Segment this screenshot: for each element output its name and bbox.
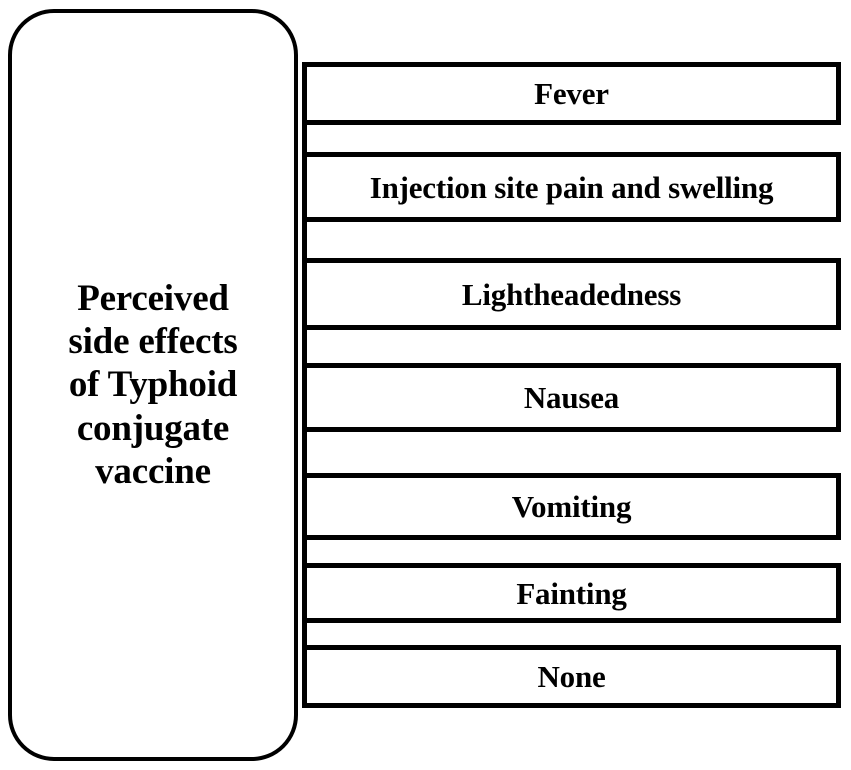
children-column: Fever Injection site pain and swelling L… (302, 0, 841, 770)
child-box-label: Fainting (516, 575, 627, 611)
child-box-label: Vomiting (511, 489, 632, 524)
child-box-fainting[interactable]: Fainting (302, 563, 841, 623)
child-box-injection-site-pain-and-swelling[interactable]: Injection site pain and swelling (302, 152, 841, 222)
child-box-lightheadedness[interactable]: Lightheadedness (302, 258, 841, 330)
child-box-label: Nausea (523, 380, 620, 415)
child-box-label: Fever (534, 76, 609, 111)
child-box-label: Injection site pain and swelling (369, 169, 774, 205)
child-box-fever[interactable]: Fever (302, 62, 841, 125)
child-box-nausea[interactable]: Nausea (302, 363, 841, 432)
child-box-vomiting[interactable]: Vomiting (302, 473, 841, 540)
child-box-label: None (537, 659, 606, 694)
child-box-none[interactable]: None (302, 645, 841, 708)
child-box-label: Lightheadedness (461, 276, 682, 312)
parent-node-perceived-side-effects[interactable]: Perceived side effects of Typhoid conjug… (8, 9, 298, 761)
connector-spine (302, 62, 307, 708)
parent-node-label: Perceived side effects of Typhoid conjug… (68, 277, 238, 492)
